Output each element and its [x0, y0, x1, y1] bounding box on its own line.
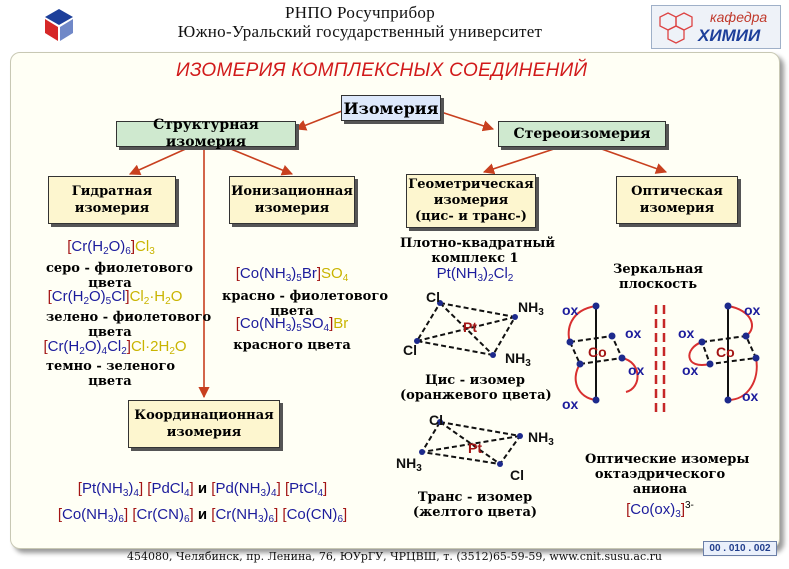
hydrate-formula-2: [Cr(H2O)5Cl]Cl2·H2O	[47, 288, 183, 307]
page-title: ИЗОМЕРИЯ КОМПЛЕКСНЫХ СОЕДИНЕНИЙ	[176, 60, 588, 81]
cis-nh3-bottom: NH3	[505, 350, 531, 369]
node-optical: Оптическая изомерия	[616, 176, 738, 224]
ox-left-2: ox	[625, 325, 642, 341]
cis-isomer-structure	[414, 300, 518, 358]
node-isomerism: Изомерия	[341, 95, 441, 121]
co-right: Co	[716, 344, 735, 360]
geometric-formula: Pt(NH3)2Cl2	[436, 265, 514, 284]
node-hydrate: Гидратная изомерия	[48, 176, 176, 224]
ionization-formula-1: [Co(NH3)5Br]SO4	[235, 265, 349, 284]
coordination-row-2: [Co(NH3)6] [Cr(CN)6] и [Cr(NH3)6] [Co(CN…	[57, 506, 348, 525]
ionization-formula-2: [Co(NH3)5SO4]Br	[235, 315, 349, 334]
cis-cl-bottom: Cl	[403, 342, 417, 358]
header: РНПО Росучприбор Южно-Уральский государс…	[0, 0, 789, 50]
ox-right-4: ox	[742, 388, 759, 404]
arrow-root-stereo	[437, 110, 495, 132]
trans-cl-bottom: Cl	[510, 467, 524, 483]
dept-name: ХИМИИ	[698, 26, 761, 45]
hydrate-formula-3: [Cr(H2O)4Cl2]Cl·2H2O	[43, 338, 187, 357]
arrow-stereo-optical	[595, 146, 668, 174]
arrow-root-structural	[294, 110, 343, 131]
node-hydrate-line2: изомерия	[74, 201, 150, 216]
ox-right-3: ox	[682, 362, 699, 378]
node-geometric-line3: (цис- и транс-)	[415, 209, 527, 224]
optical-formula: [Co(ox)3]3-	[626, 500, 694, 520]
optical-isomer-left	[566, 302, 639, 404]
org-name: РНПО Росучприбор	[284, 3, 435, 22]
optical-isomer-right	[688, 302, 760, 404]
trans-nh3-left: NH3	[396, 455, 422, 474]
cis-pt: Pt	[463, 319, 477, 335]
node-ionization-line2: изомерия	[254, 201, 330, 216]
node-hydrate-line1: Гидратная	[71, 184, 153, 199]
node-geometric-line1: Геометрическая	[408, 177, 534, 192]
node-coordination-line2: изомерия	[166, 425, 242, 440]
node-optical-line2: изомерия	[639, 201, 715, 216]
cis-nh3-top: NH3	[518, 299, 544, 318]
node-ionization-line1: Ионизационная	[231, 184, 353, 199]
rosuchpribor-logo	[45, 9, 73, 41]
node-geometric-line2: изомерия	[433, 193, 509, 208]
node-coordination-line1: Координационная	[134, 408, 274, 423]
ox-left-3: ox	[628, 362, 645, 378]
node-stereo: Стереоизомерия	[498, 121, 666, 147]
node-optical-line1: Оптическая	[631, 184, 723, 199]
dept-label: кафедра	[710, 9, 768, 25]
node-structural: Структурная изомерия	[116, 117, 296, 150]
ionization-desc-2: красного цвета	[233, 338, 351, 353]
trans-isomer-structure	[419, 419, 523, 467]
benzene-icon	[659, 12, 693, 44]
university-name: Южно-Уральский государственный университ…	[177, 22, 543, 41]
coordination-row-1: [Pt(NH3)4] [PdCl4] и [Pd(NH3)4] [PtCl4]	[77, 480, 328, 499]
ox-left-1: ox	[562, 302, 579, 318]
arrow-structural-ionization	[225, 146, 294, 176]
cis-cl-top: Cl	[426, 289, 440, 305]
co-left: Co	[588, 344, 607, 360]
ox-left-4: ox	[562, 396, 579, 412]
ox-right-2: ox	[678, 325, 695, 341]
ox-right-1: ox	[744, 302, 761, 318]
slide-code: 00 . 010 . 002	[703, 541, 777, 556]
mirror-plane	[654, 305, 666, 417]
node-ionization: Ионизационная изомерия	[229, 176, 355, 224]
node-coordination: Координационная изомерия	[128, 400, 280, 448]
trans-pt: Pt	[468, 440, 482, 456]
arrow-stereo-geometric	[482, 146, 561, 175]
trans-caption: Транс - изомер(желтого цвета)	[412, 490, 538, 520]
node-geometric: Геометрическая изомерия (цис- и транс-)	[406, 174, 536, 228]
arrow-structural-hydrate	[128, 146, 191, 175]
trans-cl-top: Cl	[429, 412, 443, 428]
trans-nh3-right: NH3	[528, 429, 554, 448]
footer-address: 454080, Челябинск, пр. Ленина, 76, ЮУрГУ…	[126, 550, 662, 563]
cis-caption: Цис - изомер(оранжевого цвета)	[400, 373, 552, 403]
department-logo: кафедра ХИМИИ	[651, 5, 781, 49]
hydrate-formula-1: [Cr(H2O)6]Cl3	[67, 238, 155, 257]
